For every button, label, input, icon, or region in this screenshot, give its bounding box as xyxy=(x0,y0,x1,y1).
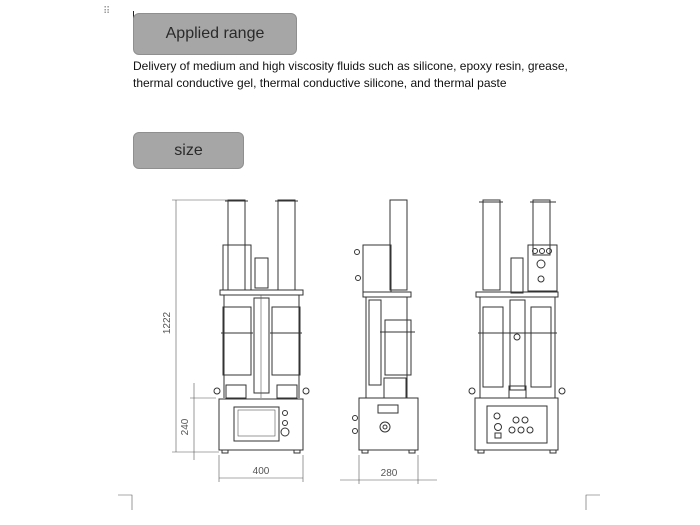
side-view xyxy=(352,199,419,454)
base-height-dimension-label: 240 xyxy=(180,418,191,435)
page-corner-mark xyxy=(585,494,600,510)
applied-range-description: Delivery of medium and high viscosity fl… xyxy=(133,59,568,90)
dimension-lines xyxy=(172,199,437,484)
depth-dimension-label: 280 xyxy=(381,468,398,479)
height-dimension-label: 1222 xyxy=(162,311,173,334)
front-view xyxy=(213,199,310,454)
back-view xyxy=(468,199,566,454)
drag-handle-icon[interactable]: ⠿ xyxy=(103,6,110,17)
width-dimension-label: 400 xyxy=(253,466,270,477)
page-corner-mark xyxy=(118,494,133,510)
size-heading: size xyxy=(133,132,244,169)
applied-range-heading: Applied range xyxy=(133,13,297,55)
